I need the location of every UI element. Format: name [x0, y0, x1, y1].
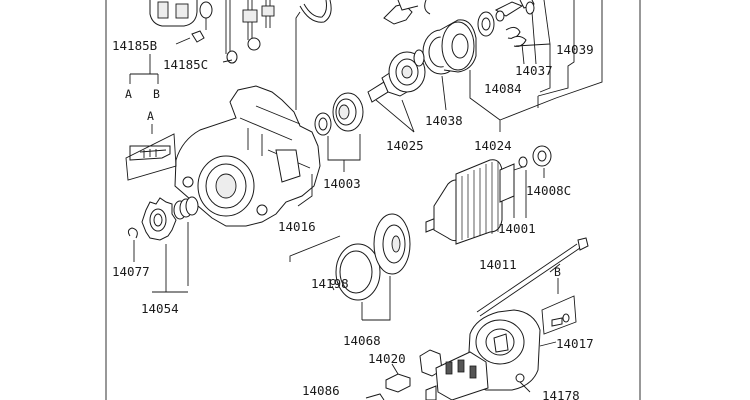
label-14003: 14003 — [323, 176, 361, 191]
gear-shaft-drawing — [367, 51, 426, 103]
drive-housing-drawing — [174, 85, 321, 227]
label-14086: 14086 — [302, 383, 340, 398]
diagram-frame — [105, 0, 641, 400]
label-14178: 14178 — [542, 388, 580, 400]
label-14025: 14025 — [386, 138, 424, 153]
label-14017: 14017 — [556, 336, 594, 351]
label-B-box: B — [554, 265, 561, 279]
small-screw-drawing — [551, 313, 570, 327]
yoke-drawing — [335, 213, 411, 301]
bearing-drawing — [314, 92, 364, 136]
label-14008C: 14008C — [526, 183, 571, 198]
label-14038: 14038 — [425, 113, 463, 128]
pinion-gear-drawing — [127, 196, 199, 241]
leader-lines — [125, 0, 603, 393]
label-14054: 14054 — [141, 301, 179, 316]
leader-o-ring — [295, 11, 301, 110]
label-14001: 14001 — [498, 221, 536, 236]
label-14016: 14016 — [278, 219, 316, 234]
label-14068: 14068 — [343, 333, 381, 348]
ball-drawing — [330, 279, 336, 285]
gear-housing-drawing — [439, 19, 477, 73]
brush-holder-drawing — [385, 349, 489, 400]
label-A-box: A — [147, 109, 154, 123]
label-14077: 14077 — [112, 264, 150, 279]
shift-lever-drawing — [383, 0, 431, 25]
part-labels: 14185B 14185C A B A 14039 14037 14084 14… — [112, 38, 594, 400]
label-14198: 14198 — [311, 276, 349, 291]
label-14037: 14037 — [515, 63, 553, 78]
mounting-bolt-drawing — [129, 145, 171, 161]
label-14185C: 14185C — [163, 57, 208, 72]
label-14020: 14020 — [368, 351, 406, 366]
solenoid-switch-drawing — [149, 0, 213, 30]
clutch-shaft-drawing — [477, 0, 535, 47]
lead-wires-drawing — [225, 0, 275, 64]
armature-drawing — [425, 145, 552, 245]
label-14011: 14011 — [479, 257, 517, 272]
label-14185B: 14185B — [112, 38, 157, 53]
brush-lead-drawing — [365, 393, 385, 400]
label-B-top: B — [153, 87, 160, 101]
label-14039: 14039 — [556, 42, 594, 57]
label-14024: 14024 — [474, 138, 512, 153]
through-bolt-drawing — [476, 237, 589, 317]
label-A-top: A — [125, 87, 132, 101]
label-14084: 14084 — [484, 81, 522, 96]
solenoid-bolt-drawing — [191, 30, 205, 43]
o-ring-drawing — [299, 0, 332, 23]
